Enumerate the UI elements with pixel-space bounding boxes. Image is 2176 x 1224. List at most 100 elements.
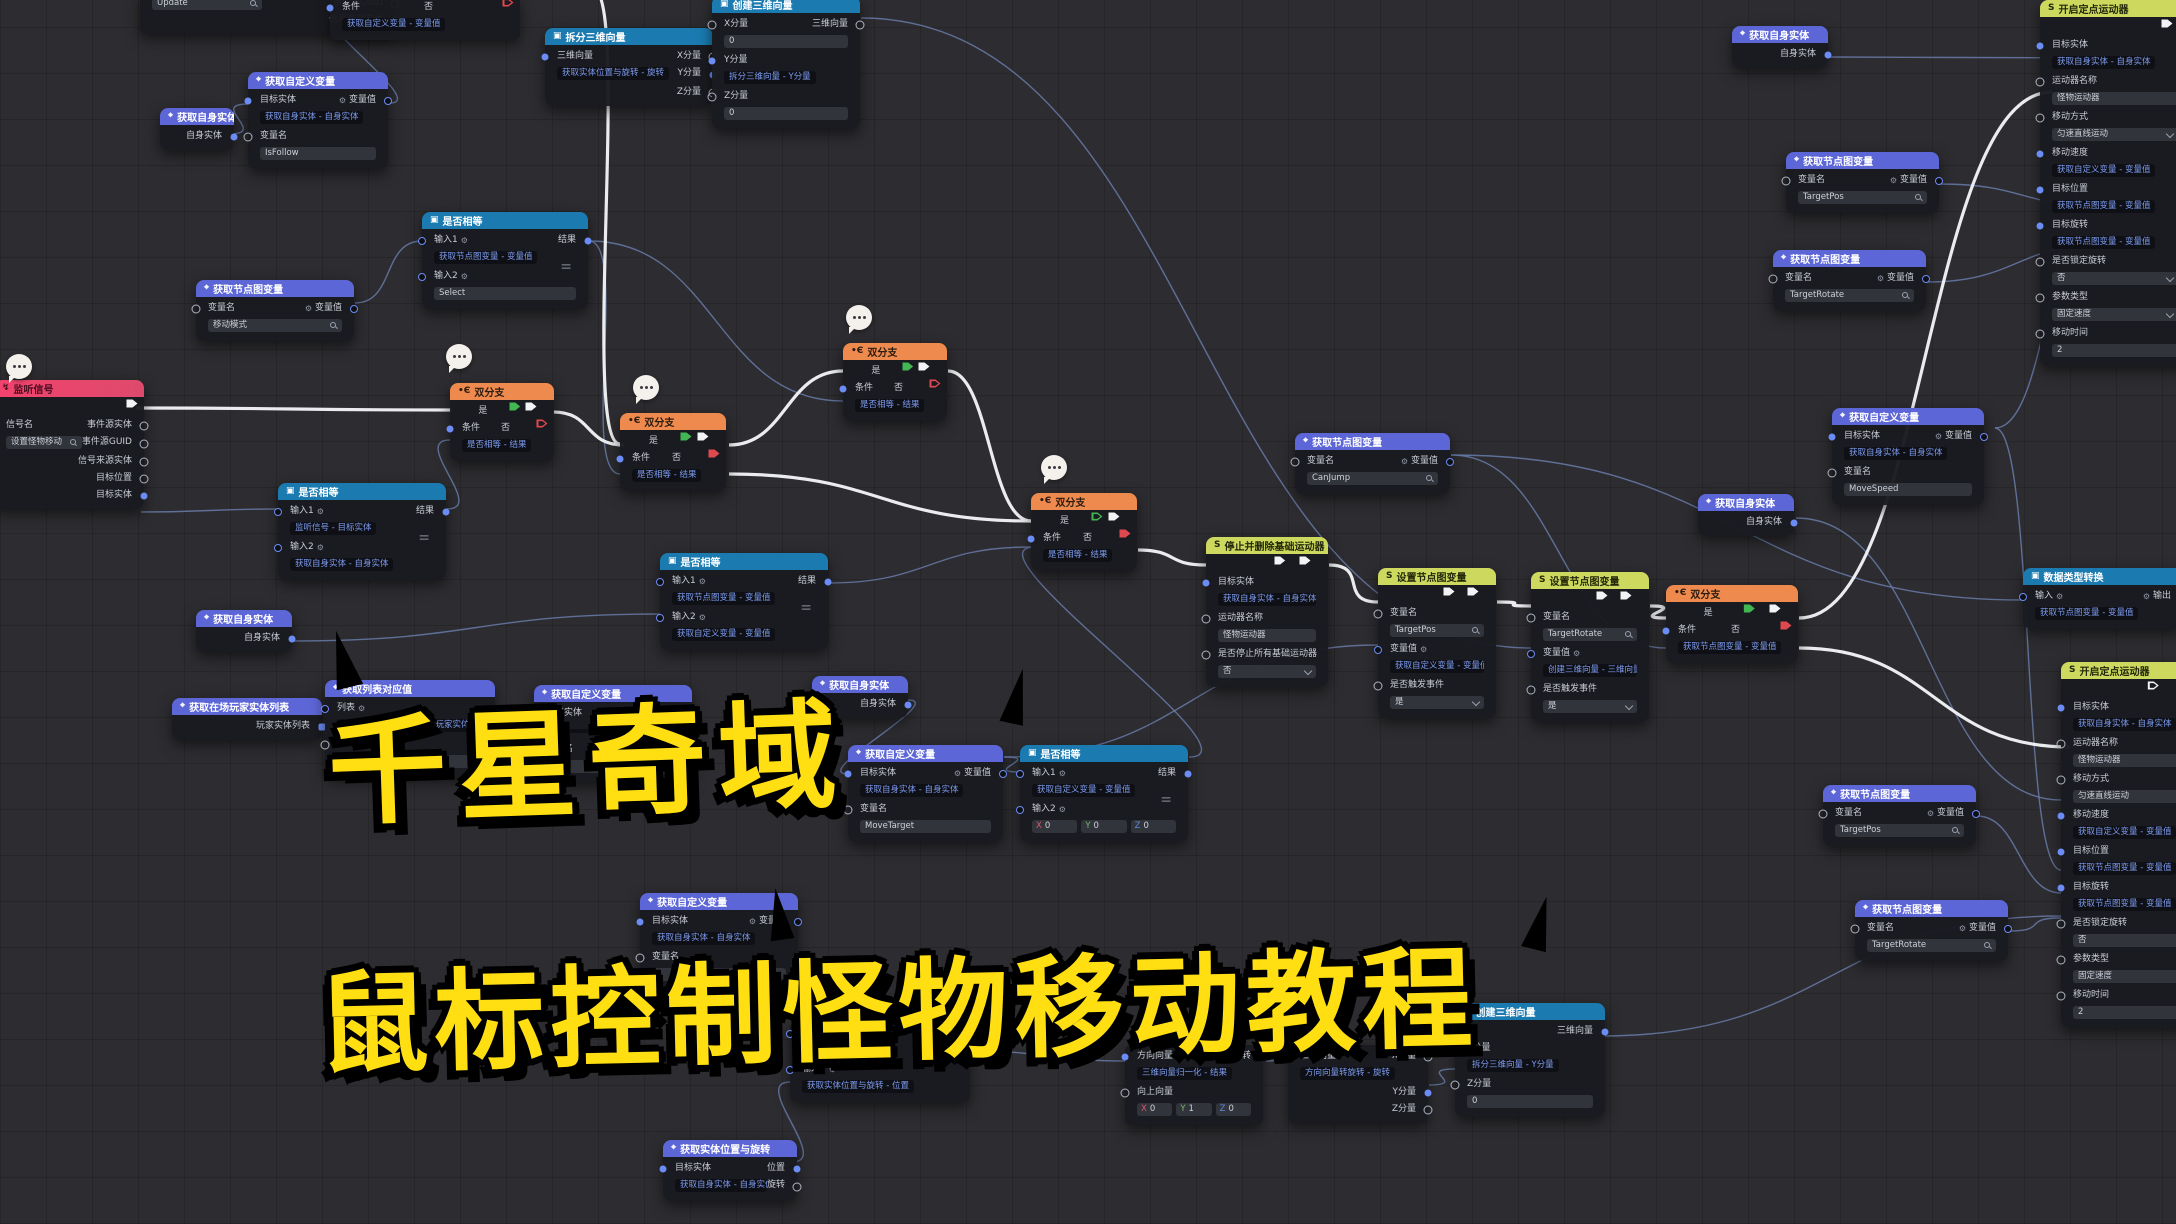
- node-header[interactable]: ▣数据类型转换: [2023, 568, 2176, 585]
- data-port-hollow-icon[interactable]: [635, 953, 645, 962]
- data-port-hollow-icon[interactable]: [1526, 613, 1536, 622]
- data-port-hollow-icon[interactable]: [1450, 1080, 1460, 1089]
- node-header[interactable]: ▣是否相等: [660, 553, 828, 570]
- data-port-ring-icon[interactable]: [321, 704, 329, 713]
- branch-yes-port-icon[interactable]: [902, 362, 914, 371]
- gear-icon[interactable]: ⚙: [642, 708, 650, 718]
- gear-icon[interactable]: ⚙: [748, 916, 756, 926]
- flow-port-icon[interactable]: [697, 432, 709, 441]
- value-field[interactable]: [546, 760, 680, 773]
- node-header[interactable]: ▣创建三维向量: [712, 0, 860, 13]
- node-header[interactable]: ⌖获取在场玩家实体列表: [172, 698, 322, 715]
- node-is-equal-mid[interactable]: ▣是否相等=输入1⚙结果获取节点图变量 - 变量值输入2⚙获取自定义变量 - 变…: [656, 553, 832, 650]
- data-port-ring-icon[interactable]: [1374, 645, 1382, 654]
- data-port-icon[interactable]: [1424, 1089, 1432, 1096]
- data-port-icon[interactable]: [2057, 848, 2065, 855]
- data-port-icon[interactable]: [793, 1165, 801, 1172]
- data-port-hollow-icon[interactable]: [792, 1182, 802, 1191]
- gear-icon[interactable]: ⚙: [1400, 456, 1408, 466]
- node-header[interactable]: ⌖获取节点图变量: [1773, 250, 1926, 267]
- node-header[interactable]: ▣是否相等: [422, 212, 588, 229]
- node-header[interactable]: ⌖获取自身实体: [1732, 26, 1828, 43]
- node-get-custom-var-mid[interactable]: ⌖获取自定义变量目标实体⚙变量值变量名: [529, 685, 696, 782]
- gear-icon[interactable]: ⚙: [316, 506, 324, 516]
- data-port-hollow-icon[interactable]: [2056, 739, 2066, 748]
- list-port-icon[interactable]: [318, 723, 326, 730]
- node-get-players-entity-list[interactable]: ⌖获取在场玩家实体列表玩家实体列表: [172, 698, 326, 740]
- data-port-hollow-icon[interactable]: [855, 20, 865, 29]
- chevron-down-icon[interactable]: [2165, 273, 2175, 282]
- branch-no-port-icon[interactable]: [502, 0, 514, 7]
- comment-bubble-icon[interactable]: [633, 375, 659, 400]
- search-icon[interactable]: [330, 322, 337, 329]
- search-icon[interactable]: [1472, 627, 1479, 634]
- data-port-icon[interactable]: [1662, 627, 1670, 634]
- data-port-icon[interactable]: [584, 237, 592, 244]
- data-port-icon[interactable]: [636, 918, 644, 925]
- value-field[interactable]: TargetRotate: [1543, 628, 1637, 641]
- data-port-ring-icon[interactable]: [656, 613, 664, 622]
- branch-yes-port-icon[interactable]: [680, 432, 692, 441]
- node-header[interactable]: ⌖获取节点图变量: [1786, 152, 1939, 169]
- data-port-ring-icon[interactable]: [2004, 924, 2012, 933]
- data-port-icon[interactable]: [2036, 222, 2044, 229]
- flow-port-icon[interactable]: [1620, 591, 1632, 600]
- flow-port-icon[interactable]: [2161, 19, 2173, 28]
- data-port-icon[interactable]: [541, 53, 549, 60]
- data-port-hollow-icon[interactable]: [1373, 681, 1383, 690]
- data-port-icon[interactable]: [288, 635, 296, 642]
- value-field[interactable]: 否: [2073, 934, 2176, 947]
- search-icon[interactable]: [250, 0, 257, 7]
- gear-icon[interactable]: ⚙: [2056, 591, 2064, 601]
- node-header[interactable]: ↯监听信号: [0, 380, 144, 397]
- value-field[interactable]: 0: [1467, 1095, 1593, 1108]
- node-datatype-convert[interactable]: ▣数据类型转换输入⚙⚙输出获取节点图变量 - 变量值: [2019, 568, 2176, 629]
- flow-port-icon[interactable]: [525, 402, 537, 411]
- value-field[interactable]: TargetRotate: [1867, 939, 1996, 952]
- data-port-ring-icon[interactable]: [350, 304, 358, 313]
- gear-icon[interactable]: ⚙: [316, 542, 324, 552]
- branch-no-port-icon[interactable]: [708, 449, 720, 458]
- data-port-hollow-icon[interactable]: [1120, 1088, 1130, 1097]
- data-port-hollow-icon[interactable]: [1201, 614, 1211, 623]
- node-header[interactable]: ⌖获取节点图变量: [1855, 900, 2008, 917]
- node-header[interactable]: ⌖获取自身实体: [1698, 494, 1794, 511]
- data-port-icon[interactable]: [659, 1165, 667, 1172]
- flow-port-icon[interactable]: [1467, 587, 1479, 596]
- flow-port-icon[interactable]: [918, 362, 930, 371]
- data-port-ring-icon[interactable]: [656, 577, 664, 586]
- gear-icon[interactable]: ⚙: [953, 768, 961, 778]
- flow-port-icon[interactable]: [1443, 587, 1455, 596]
- data-port-hollow-icon[interactable]: [1827, 468, 1837, 477]
- data-port-hollow-icon[interactable]: [2056, 919, 2066, 928]
- data-port-ring-icon[interactable]: [274, 507, 282, 516]
- data-port-icon[interactable]: [244, 97, 252, 104]
- gear-icon[interactable]: ⚙: [2142, 591, 2150, 601]
- data-port-icon[interactable]: [616, 455, 624, 462]
- data-port-hollow-icon[interactable]: [707, 92, 717, 101]
- value-field[interactable]: TargetPos: [1798, 191, 1927, 204]
- branch-yes-port-icon[interactable]: [1743, 604, 1755, 613]
- branch-no-port-icon[interactable]: [536, 419, 548, 428]
- data-port-ring-icon[interactable]: [1922, 274, 1930, 283]
- data-port-ring-icon[interactable]: [1016, 769, 1024, 778]
- data-port-icon[interactable]: [2036, 186, 2044, 193]
- value-field[interactable]: TargetPos: [1390, 624, 1484, 637]
- gear-icon[interactable]: ⚙: [1420, 644, 1428, 654]
- node-header[interactable]: ⌖获取节点图变量: [1295, 433, 1450, 450]
- gear-icon[interactable]: ⚙: [1876, 273, 1884, 283]
